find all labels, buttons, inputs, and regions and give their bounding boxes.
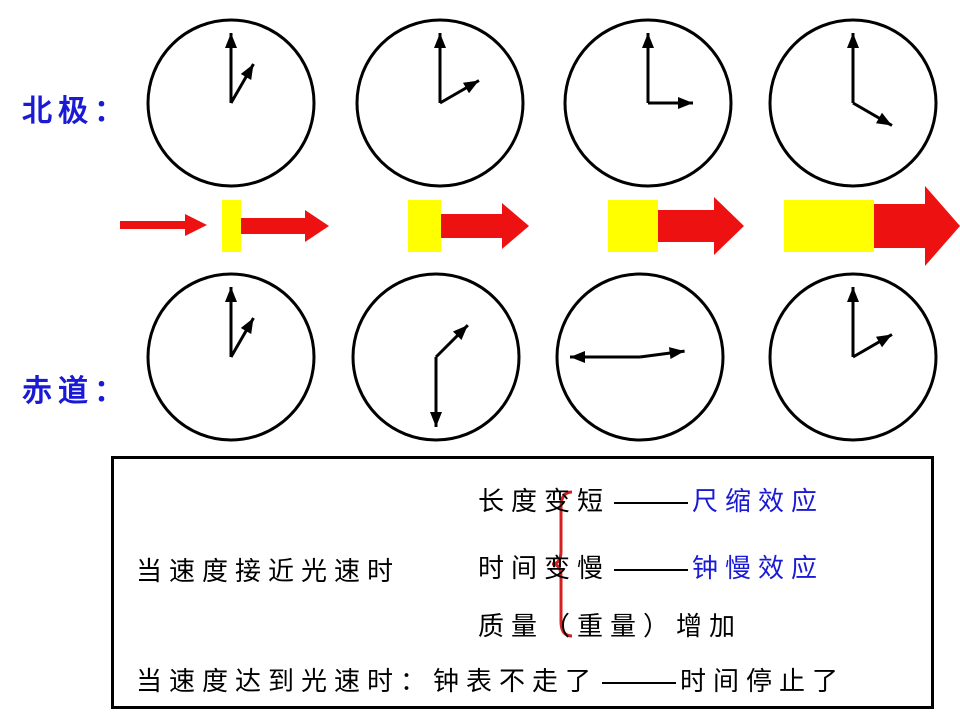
clock-equator-3: [555, 272, 725, 442]
clock-equator-4: [768, 272, 938, 442]
dash-line: [602, 681, 677, 684]
clock-north-1: [146, 18, 316, 188]
minute-hand-head: [847, 33, 859, 48]
effect-length-name: 尺缩效应: [692, 487, 825, 517]
minute-hand-head: [225, 287, 237, 302]
dash-line: [614, 568, 689, 571]
effect-row-mass: 质量（重量）增加: [478, 614, 742, 640]
time-stops-text: 时间停止了: [680, 667, 846, 697]
effect-row-time: 时间变慢 钟慢效应: [478, 556, 824, 582]
effect-time-text: 时间变慢: [478, 554, 611, 584]
summary-box: 当速度接近光速时 长度变短 尺缩效应 时间变慢 钟慢效应 质量（重量）增加 当速度达…: [111, 456, 934, 709]
hour-hand-head: [462, 80, 479, 94]
minute-hand-head: [847, 287, 859, 302]
effect-mass-text: 质量（重量）增加: [478, 612, 743, 642]
equator-label: 赤道：: [22, 374, 130, 409]
effect-row-length: 长度变短 尺缩效应: [478, 489, 824, 515]
condition-reach-text: 当速度达到光速时：钟表不走了: [136, 667, 599, 697]
length-block-3: [608, 200, 658, 252]
effect-time-name: 钟慢效应: [692, 554, 825, 584]
velocity-arrow-3: [658, 197, 744, 255]
minute-hand-head: [430, 412, 442, 427]
hour-hand-head: [875, 112, 892, 126]
dash-line: [614, 501, 689, 504]
relativity-diagram: [120, 18, 960, 442]
condition-reach-light-speed: 当速度达到光速时：钟表不走了 时间停止了: [136, 669, 845, 695]
curly-brace: [551, 490, 573, 638]
minute-hand-head: [225, 33, 237, 48]
velocity-arrow-small: [120, 214, 207, 236]
clock-equator-1: [146, 272, 316, 442]
velocity-arrow-4: [874, 186, 960, 266]
clock-north-3: [563, 18, 733, 188]
hour-hand-head: [668, 347, 685, 360]
clock-equator-2: [351, 272, 521, 442]
effect-length-text: 长度变短: [478, 487, 611, 517]
velocity-arrow-1: [241, 210, 329, 242]
clock-north-4: [768, 18, 938, 188]
length-block-2: [408, 200, 441, 252]
minute-hand-head: [434, 33, 446, 48]
minute-hand-head: [642, 33, 654, 48]
hour-hand-head: [678, 97, 693, 109]
hour-hand-head: [240, 64, 254, 81]
north-pole-label: 北极：: [22, 94, 130, 129]
hour-hand-head: [452, 325, 468, 341]
length-block-4: [784, 200, 874, 252]
condition-near-light-speed: 当速度接近光速时: [136, 557, 401, 587]
hour-hand-head: [875, 334, 892, 348]
velocity-arrow-2: [441, 203, 529, 249]
length-block-1: [222, 200, 241, 252]
clock-north-2: [355, 18, 525, 188]
hour-hand-head: [240, 318, 254, 335]
minute-hand-head: [570, 351, 585, 363]
velocity-row: [120, 186, 960, 266]
